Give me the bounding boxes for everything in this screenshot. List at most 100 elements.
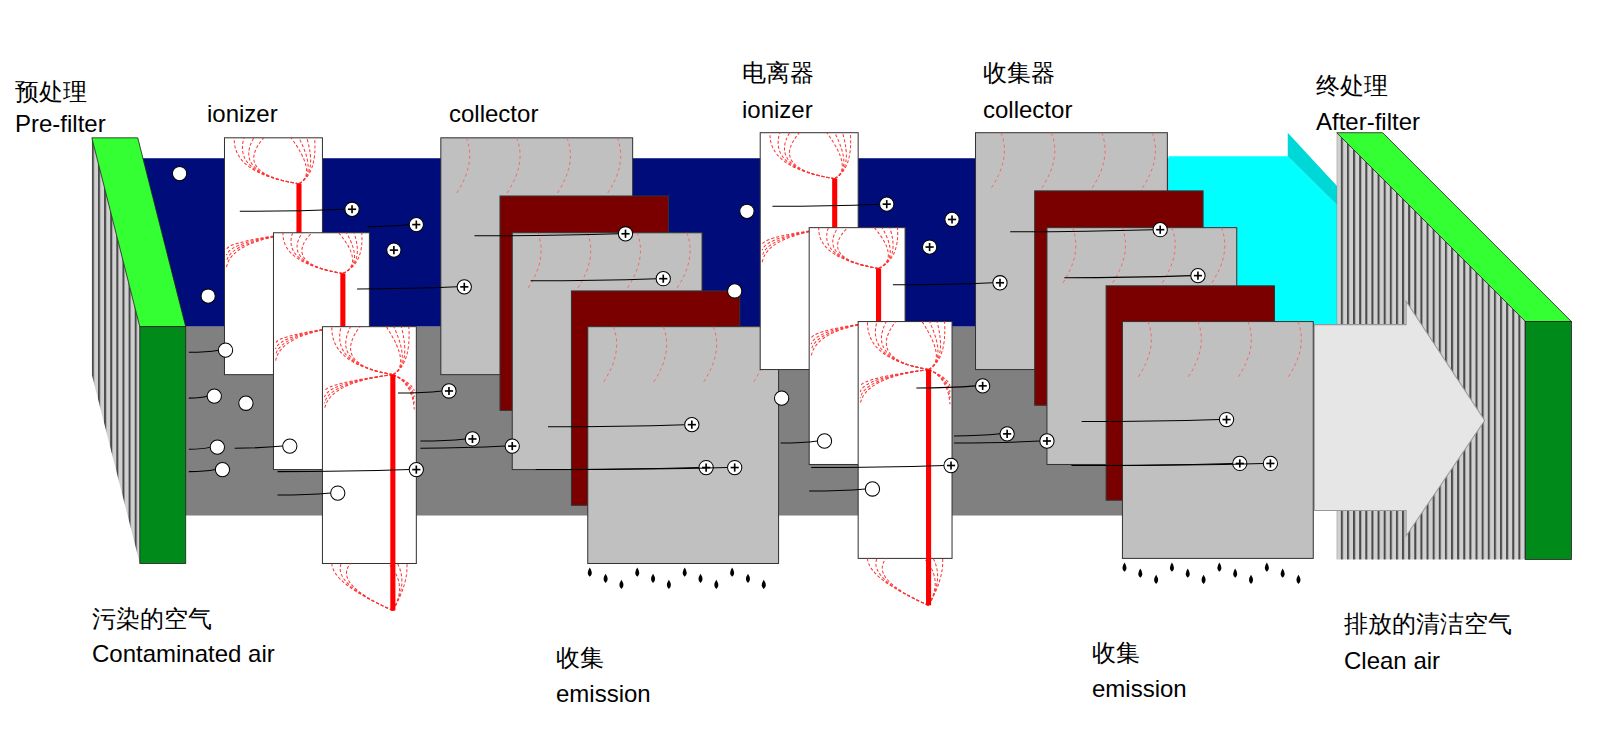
field-line	[340, 327, 393, 375]
field-lines	[860, 322, 950, 606]
field-line	[770, 133, 835, 179]
plus-sign	[1239, 459, 1241, 467]
field-lines	[603, 327, 767, 383]
field-line	[1238, 322, 1252, 378]
charged-particle	[442, 384, 456, 398]
field-line	[351, 327, 393, 375]
part-label: 污染的空气	[92, 605, 212, 633]
charged-particle	[976, 379, 990, 393]
part-label: 排放的清洁空气	[1344, 610, 1512, 638]
collected-drop	[730, 568, 734, 577]
field-line	[456, 138, 470, 194]
field-line	[242, 138, 299, 184]
field-line	[677, 233, 691, 289]
field-line	[234, 138, 299, 184]
field-line	[860, 370, 928, 399]
particle-trail	[278, 470, 410, 472]
charged-particle	[505, 439, 519, 453]
plus-sign	[929, 243, 931, 251]
field-line	[393, 327, 402, 375]
field-line	[299, 138, 315, 184]
particle-trail	[1064, 276, 1191, 278]
field-lines	[1062, 228, 1225, 284]
part-label: ionizer	[207, 100, 278, 128]
particle-trail	[189, 447, 210, 449]
dust-particle	[201, 289, 215, 303]
dust-particle	[728, 284, 742, 298]
field-line	[778, 133, 835, 179]
field-line	[297, 233, 343, 274]
field-line	[1288, 322, 1302, 378]
charged-particle	[387, 243, 401, 257]
collected-drop	[1249, 575, 1253, 584]
field-line	[283, 233, 343, 274]
particle-trail	[781, 441, 818, 443]
plus-sign	[511, 442, 513, 450]
field-line	[881, 322, 928, 370]
charged-particle	[1040, 434, 1054, 448]
part-label: emission	[1092, 675, 1187, 703]
part-label: Clean air	[1344, 647, 1440, 675]
plus-sign	[448, 387, 450, 395]
plus-sign	[734, 463, 736, 471]
collector-plate	[588, 327, 779, 564]
collected-drop	[698, 574, 702, 583]
ionizer-wire	[390, 375, 395, 611]
field-line	[879, 228, 893, 269]
ionizer-panel	[858, 322, 952, 559]
plus-sign	[351, 205, 353, 213]
part-label: 预处理	[15, 78, 87, 106]
particle-trail	[559, 468, 727, 470]
field-line	[875, 322, 928, 370]
charged-particle	[922, 240, 936, 254]
field-line	[929, 370, 950, 405]
particle-trail	[772, 204, 879, 206]
plus-sign	[472, 435, 474, 443]
field-line	[860, 370, 928, 386]
part-label: ionizer	[742, 96, 813, 124]
field-line	[343, 233, 355, 274]
plus-sign	[1046, 437, 1048, 445]
field-line	[291, 138, 306, 184]
ionizer-wire	[876, 268, 881, 321]
field-line	[868, 558, 929, 605]
field-line	[879, 228, 898, 269]
charged-particle	[993, 276, 1007, 290]
ionizer-wire	[832, 179, 837, 228]
plus-sign	[951, 215, 953, 223]
charged-particle	[465, 432, 479, 446]
dust-particle	[817, 434, 831, 448]
field-line	[324, 375, 392, 397]
ionizer-wire	[296, 184, 301, 233]
field-line	[1062, 228, 1076, 284]
particle-trail	[809, 489, 865, 491]
dust-particle	[172, 166, 186, 180]
particle-trail	[531, 279, 657, 281]
dust-particle	[218, 343, 232, 357]
charged-particle	[457, 280, 471, 294]
field-line	[835, 133, 844, 179]
field-line	[603, 327, 617, 383]
field-line	[886, 322, 928, 370]
part-label: Contaminated air	[92, 640, 275, 668]
collected-drop	[1186, 569, 1190, 578]
field-lines	[456, 138, 621, 194]
plus-sign	[1226, 415, 1228, 423]
collected-drop	[1296, 575, 1300, 584]
field-line	[874, 228, 888, 269]
field-line	[249, 138, 299, 184]
field-line	[607, 138, 621, 194]
part-label: collector	[983, 96, 1072, 124]
particle-trail	[420, 446, 505, 448]
field-line	[506, 138, 520, 194]
dust-particle	[331, 486, 345, 500]
part-label: 电离器	[742, 59, 814, 87]
field-line	[827, 133, 842, 179]
dust-particle	[740, 204, 754, 218]
field-line	[860, 370, 928, 392]
charged-particle	[1153, 223, 1167, 237]
part-label: collector	[449, 100, 538, 128]
collector-plate	[1122, 322, 1313, 559]
collected-drop	[1154, 575, 1158, 584]
dust-particle	[774, 391, 788, 405]
